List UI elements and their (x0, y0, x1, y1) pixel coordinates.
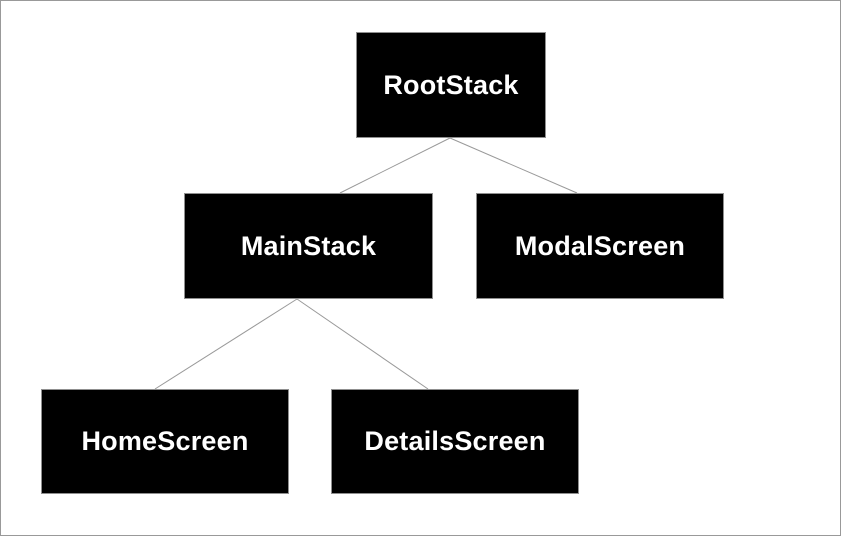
node-mainstack-label: MainStack (240, 230, 377, 261)
node-detailsscreen: DetailsScreen (331, 389, 579, 494)
node-homescreen-label: HomeScreen (81, 426, 249, 456)
node-rootstack-label: RootStack (383, 69, 519, 100)
node-rootstack: RootStack (356, 32, 546, 138)
edge-rootstack-to-modalscreen (449, 137, 578, 194)
node-modalscreen: ModalScreen (476, 193, 724, 299)
node-modalscreen-label: ModalScreen (514, 230, 686, 261)
edge-mainstack-to-detailsscreen (296, 298, 429, 390)
node-homescreen: HomeScreen (41, 389, 289, 494)
node-detailsscreen-label: DetailsScreen (364, 426, 546, 456)
edge-rootstack-to-mainstack (339, 137, 451, 194)
edge-mainstack-to-homescreen (154, 298, 298, 390)
node-mainstack: MainStack (184, 193, 433, 299)
